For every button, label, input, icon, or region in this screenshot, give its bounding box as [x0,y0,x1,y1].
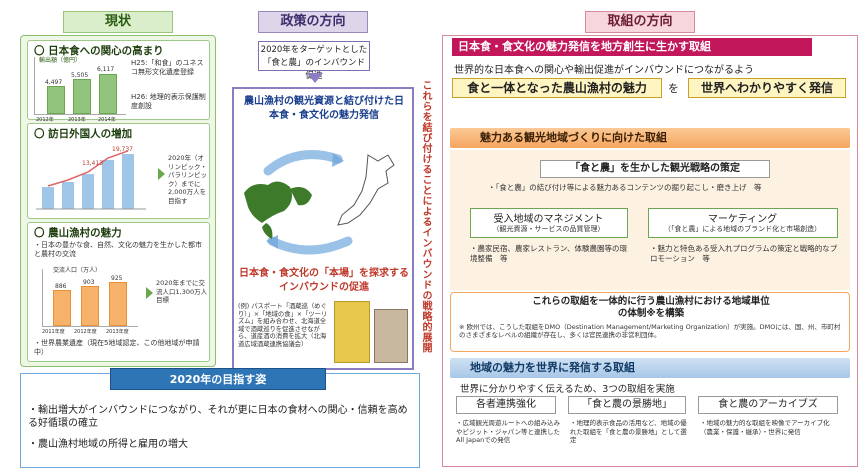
strategy-vertical-text: これらを結び付けることによるインバウンドの戦略的展開 [420,80,431,353]
initiative-title-banner: 日本食・食文化の魅力発信を地方創生に生かす取組 [452,38,812,56]
map-illustration [244,150,395,255]
year-label: 2012年 [36,117,54,123]
arrow-right-icon [146,287,153,299]
visitor-target-note: 2020年（オリンピック・パラリンピック）までに2,000万人を目指す [168,154,207,205]
section2-banner: 地域の魅力を世界に発信する取組 [450,358,850,378]
mgmt-sub: （観光資源・サービスの品質管理） [492,225,605,233]
bar-2013 [73,79,91,114]
bar-2012 [47,86,65,114]
rural-bullet: ・日本の豊かな食、自然、文化の魅力を生かした都市と農村の交流 [34,241,202,258]
bar-2012 [81,286,99,326]
bar-label: 5,505 [71,72,89,79]
card-title: 〇 日本食への関心の高まり [34,45,164,57]
year-label: 2011年度 [42,329,65,335]
year-label: 2013年 [68,117,86,123]
pillar-coordination: 各者連携強化 [456,396,556,414]
visitor-value: 19,737 [112,146,133,153]
card-rural-appeal: 〇 農山漁村の魅力 ・日本の豊かな食、自然、文化の魅力を生かした都市と農村の交流… [27,222,210,362]
bar-label: 903 [83,279,95,286]
year-label: 2014年 [98,117,116,123]
mgmt-box: 受入地域のマネジメント （観光資源・サービスの品質管理） [470,208,628,238]
arrow-down-icon [307,73,323,83]
goal-item: ・輸出増大がインバウンドにつながり、それが更に日本の食材への関心・信頼を高める好… [28,405,408,429]
marketing-box: マーケティング （「食と農」による地域のブランド化と市場創造） [648,208,838,238]
dmo-box: これらの取組を一体的に行う農山漁村における地域単位の体制※を構築 ※ 欧州では、… [450,292,850,352]
bar-label: 6,117 [97,66,115,73]
year-label: 2013年度 [106,329,129,335]
year-label: 2012年度 [74,329,97,335]
key-right-box: 世界へわかりやすく発信 [688,78,846,98]
section-header-current: 現状 [63,11,173,33]
pillar-archives-body: ・地域の魅力的な取組を映像でアーカイブ化（農業・保護・継承）・世界に発信 [700,419,830,436]
marketing-title: マーケティング [707,214,778,225]
pillar-coordination-body: ・広域観光周遊ルートへの組み込みやビジット・ジャパン等と連携したAll Japa… [456,419,560,444]
section1-banner: 魅力ある観光地域づくりに向けた取組 [450,128,850,148]
bar-2011 [53,290,71,326]
strategy-sub: ・「食と農」の結び付け等による魅力あるコンテンツの掘り起こし・磨き上げ 等 [488,183,762,192]
dmo-note: ※ 欧州では、こうした取組をDMO（Destination Management… [459,323,841,339]
sake-example: (例) パスポート「酒蔵巡（めぐり）」×「地域の食」×「ツーリズム」を組み合わせ… [238,303,328,348]
policy-main-title: 農山漁村の観光資源と結び付けた日本食・食文化の魅力発信 [244,96,404,121]
mgmt-body: ・農家民宿、農家レストラン、体験農園等の環境整備 等 [470,244,628,263]
bar-2013 [109,282,127,326]
visitors-chart [36,150,146,210]
bar-label: 4,497 [45,79,63,86]
export-chart: 輸出額（億円） 4,497 5,505 6,117 [34,57,126,115]
arrow-right-icon [158,168,165,180]
pillar-archives: 食と農のアーカイブズ [698,396,838,414]
card-visitors: 〇 訪日外国人の増加 13,413 19,737 2020年（オリンピック・パラ… [27,123,210,219]
pillar-scenic-spot-body: ・地理的表示食品の活用など、地域の優れた取組を「食と農の景勝地」として選定 [570,419,687,444]
card-title: 〇 訪日外国人の増加 [34,128,133,140]
card-japanese-food-interest: 〇 日本食への関心の高まり 輸出額（億円） 4,497 5,505 6,117 … [27,40,210,123]
exchange-chart: 交流人口（万人） 886 903 925 [42,267,138,327]
goal-item: ・農山漁村地域の所得と雇用の増大 [28,439,188,450]
section2-line: 世界に分かりやすく伝えるため、3つの取組を実施 [460,384,675,395]
pillar-scenic-spot: 「食と農の景勝地」 [568,396,686,414]
policy-main-bottom: 日本食・食文化の「本場」を探求するインバウンドの促進 [239,268,409,293]
gi-note: H26: 地理的表示保護制度創設 [131,93,206,110]
giahs-note: ・世界農業遺産（現在5地域認定、この他地域が申請中） [34,339,200,356]
strategy-box: 「食と農」を生かした観光戦略の策定 [540,160,770,178]
goal-2020-title: 2020年の目指す姿 [110,368,326,390]
policy-main-box: 農山漁村の観光資源と結び付けた日本食・食文化の魅力発信 日本食・食文化の「本場」… [232,87,414,370]
brewery-photo [374,309,408,363]
mgmt-title: 受入地域のマネジメント [493,214,604,225]
initiative-line: 世界的な日本食への関心や輸出促進がインバウンドにつながるよう [454,65,754,76]
key-left-box: 食と一体となった農山漁村の魅力 [452,78,662,98]
chart-legend: 輸出額（億円） [39,57,82,64]
exchange-target-note: 2020年までに交流人口1,300万人目標 [156,279,208,304]
bar-label: 886 [55,283,67,290]
dmo-title: これらの取組を一体的に行う農山漁村における地域単位の体制※を構築 [532,296,770,319]
key-connector: を [668,82,679,95]
chart-legend: 交流人口（万人） [53,267,102,274]
section-header-policy: 政策の方向 [258,11,368,33]
policy-target-box: 2020年をターゲットとした「食と農」のインバウンド促進 [258,41,370,81]
marketing-sub: （「食と農」による地域のブランド化と市場創造） [663,225,822,233]
visitor-value: 13,413 [82,160,103,167]
section-header-initiatives: 取組の方向 [585,11,695,33]
goal-2020-panel [20,373,420,468]
bar-label: 925 [111,275,123,282]
passport-image [334,301,370,363]
washoku-note: H25:「和食」のユネスコ無形文化遺産登録 [131,59,204,76]
bar-2014 [99,74,117,114]
card-title: 〇 農山漁村の魅力 [34,227,122,239]
marketing-body: ・魅力と特色ある受入れプログラムの策定と戦略的なプロモーション 等 [650,244,838,263]
